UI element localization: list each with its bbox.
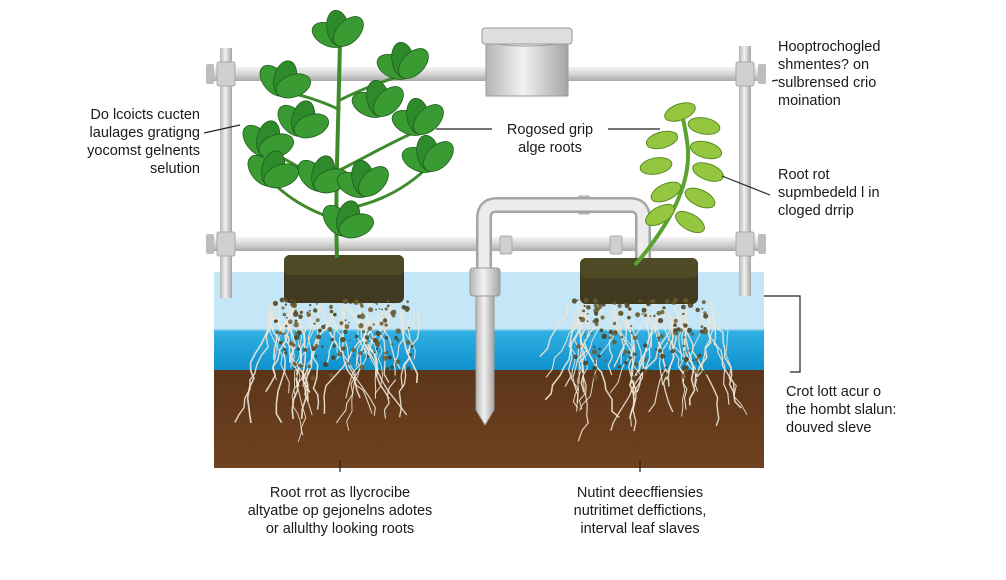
label-line: moination [778, 93, 841, 109]
label-grip-roots: Rogosed grip alge roots [490, 121, 610, 157]
label-line: douved slеve [786, 420, 872, 436]
label-line: cloged drrip [778, 203, 854, 219]
leaf-icon [358, 166, 389, 197]
leaf-icon [275, 73, 312, 99]
label-top-right: Hooptrochogled shmentes? on sulbrensed c… [778, 38, 978, 110]
label-right-lower: Crot lott acur o the hombt slalun: douve… [786, 383, 986, 437]
left-root-ball [272, 255, 414, 381]
label-line: the hombt slalun: [786, 402, 897, 418]
label-line: altyatbe op gejonelns adotes [247, 503, 433, 519]
reservoir-tank [481, 27, 573, 97]
label-line: Hooptrochogled [778, 39, 881, 55]
label-bottom-left: Root rrot as llycrocibe altyatbe op gejo… [200, 484, 480, 538]
label-line: alge roots [518, 140, 582, 156]
label-line: yocomst gelnents [87, 143, 200, 159]
label-top-left: Do lcoicts cucten laulages gratigng yoco… [40, 106, 200, 178]
leaf-icon [373, 86, 404, 117]
right-plant [633, 102, 724, 267]
leaf-icon [689, 140, 723, 160]
callout-lines [203, 79, 801, 472]
label-line: or allulthy looking roots [265, 521, 415, 537]
right-root-ball [571, 258, 709, 382]
label-line: sulbrensed crio [778, 75, 877, 91]
label-line: selution [150, 161, 200, 177]
leaf-icon [675, 210, 705, 234]
leaf-icon [413, 104, 444, 135]
leaf-icon [650, 181, 682, 203]
leaf-icon [684, 187, 716, 209]
label-line: Rogosed grip [506, 122, 594, 138]
label-line: interval leaf slaves [580, 521, 700, 537]
label-root-rot: Root rot supmbedeld l in cloged drrip [778, 166, 978, 220]
leaf-icon [333, 16, 364, 47]
leaf-icon [645, 130, 679, 150]
leaf-icon [338, 213, 375, 239]
drip-pipe [469, 197, 651, 426]
label-line: laulages gratigng [89, 125, 200, 141]
label-line: Root rot [778, 167, 830, 183]
label-bottom-right: Nutint deecffiensies nutritimet defficti… [520, 484, 760, 538]
label-line: Crot lott acur o [786, 384, 882, 400]
label-line: Do lcoicts cucten [90, 107, 200, 123]
leaf-icon [664, 102, 696, 122]
label-line: nutritimet deffictions, [573, 503, 707, 519]
label-line: supmbedeld l in [778, 185, 880, 201]
label-line: Nutint deecffiensies [576, 485, 704, 501]
leaf-icon [639, 157, 673, 175]
label-line: Root rrot as llycrocibe [269, 485, 411, 501]
label-line: shmentes? on [778, 57, 870, 73]
leaf-icon [423, 141, 454, 172]
leaf-icon [692, 162, 724, 182]
leaf-icon [398, 48, 429, 79]
leaf-icon [645, 203, 675, 227]
right-plant-roots [539, 300, 748, 442]
left-plant [242, 9, 454, 259]
leaf-icon [687, 117, 721, 135]
leaf-icon [293, 113, 330, 139]
left-plant-roots [234, 299, 420, 443]
